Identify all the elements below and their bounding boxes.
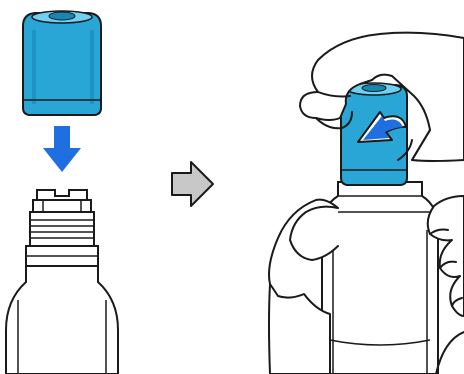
down-arrow-icon <box>43 126 81 172</box>
ink-cap-icon <box>23 11 101 115</box>
bottle-icon <box>322 182 438 374</box>
bottle-nozzle-icon <box>6 190 118 374</box>
next-step-arrow-icon <box>172 162 213 206</box>
